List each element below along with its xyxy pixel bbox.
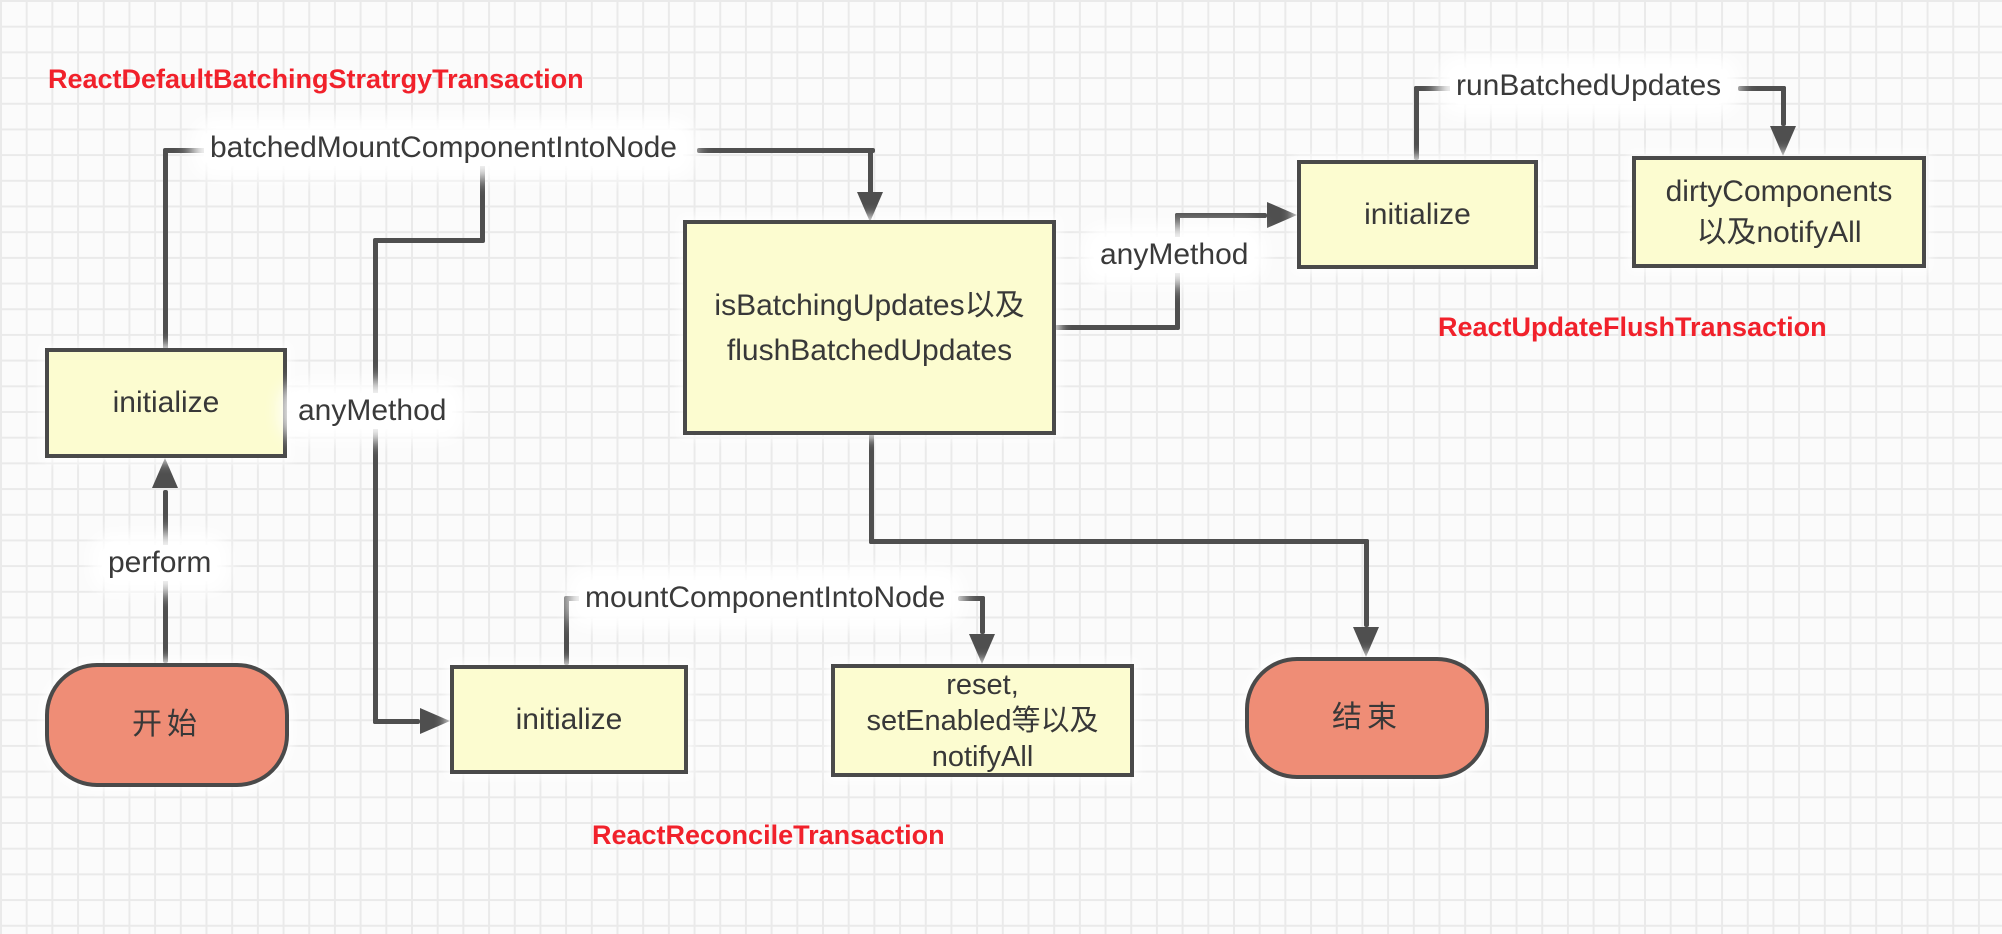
node-label: initialize: [1364, 197, 1471, 231]
edge-batchedmount-segment: [868, 148, 873, 194]
node-label: initialize: [515, 702, 623, 736]
edge-anymethod-left-segment: [373, 719, 420, 724]
title-reactdefaultbatchingstratrgytransaction: ReactDefaultBatchingStratrgyTransaction: [48, 64, 584, 94]
node-label-line: notifyAll: [931, 740, 1034, 773]
edge-label-perform: perform: [102, 545, 218, 581]
edge-mount-segment: [958, 596, 985, 601]
edge-batchedmount-segment: [163, 150, 168, 350]
edge-center-to-end-segment: [1364, 539, 1369, 627]
edge-runbatched-segment: [1781, 86, 1786, 126]
edge-runbatched-segment: [1738, 86, 1786, 91]
node-initialize-top-right: initialize: [1297, 160, 1538, 269]
node-dirtycomponents: dirtyComponents 以及notifyAll: [1632, 156, 1926, 268]
edge-mount-segment: [980, 596, 985, 634]
arrowhead-into-end: [1353, 627, 1379, 657]
node-label-line: dirtyComponents: [1665, 175, 1893, 208]
node-reset-setenabled: reset, setEnabled等以及 notifyAll: [831, 664, 1134, 777]
arrowhead-into-reset-box: [969, 634, 995, 664]
arrowhead-into-center-box: [857, 192, 883, 222]
edge-anymethod-left-segment: [375, 238, 485, 243]
node-label-line: isBatchingUpdates以及: [714, 288, 1025, 322]
edge-label-anymethod-left: anyMethod: [292, 393, 453, 429]
title-reactreconciletransaction: ReactReconcileTransaction: [592, 820, 945, 850]
edge-label-anymethod-right: anyMethod: [1094, 237, 1255, 273]
node-initialize-bottom: initialize: [450, 665, 688, 774]
edge-anymethod-right-segment: [1055, 325, 1177, 330]
edge-runbatched-segment: [1414, 86, 1419, 160]
edge-center-to-end-segment: [869, 539, 1369, 544]
edge-anymethod-left-segment: [480, 162, 485, 242]
node-isbatchingupdates: isBatchingUpdates以及 flushBatchedUpdates: [683, 220, 1056, 435]
edge-anymethod-left-segment: [373, 238, 378, 724]
node-label: 开始: [132, 708, 202, 741]
node-label: 结束: [1332, 701, 1402, 734]
arrowhead-into-dirtycomponents: [1770, 126, 1796, 156]
arrowhead-into-bottom-initialize: [420, 708, 450, 734]
edge-center-to-end-segment: [869, 434, 874, 544]
node-initialize-left: initialize: [45, 348, 287, 458]
edge-label-runbatchedupdates: runBatchedUpdates: [1450, 68, 1728, 104]
edge-mount-segment: [564, 596, 584, 601]
node-label-line: 以及notifyAll: [1696, 216, 1862, 249]
edge-runbatched-segment: [1414, 86, 1454, 91]
edge-anymethod-right-segment: [1175, 213, 1267, 218]
arrowhead-into-left-initialize: [152, 458, 178, 488]
edge-mount-segment: [564, 598, 569, 665]
node-label-line: setEnabled等以及: [866, 704, 1099, 737]
arrowhead-into-topright-initialize: [1267, 202, 1297, 228]
edge-label-batchedmountcomponentintonode: batchedMountComponentIntoNode: [204, 130, 683, 166]
title-reactupdateflushtransaction: ReactUpdateFlushTransaction: [1438, 312, 1827, 342]
node-end: 结束: [1245, 657, 1489, 779]
edge-batchedmount-segment: [163, 148, 210, 153]
node-label: initialize: [112, 386, 220, 419]
node-label-line: reset,: [946, 668, 1019, 701]
edge-batchedmount-segment: [697, 148, 875, 153]
edge-label-mountcomponentintonode: mountComponentIntoNode: [579, 580, 952, 616]
node-start: 开始: [45, 663, 289, 787]
node-label-line: flushBatchedUpdates: [726, 333, 1013, 367]
